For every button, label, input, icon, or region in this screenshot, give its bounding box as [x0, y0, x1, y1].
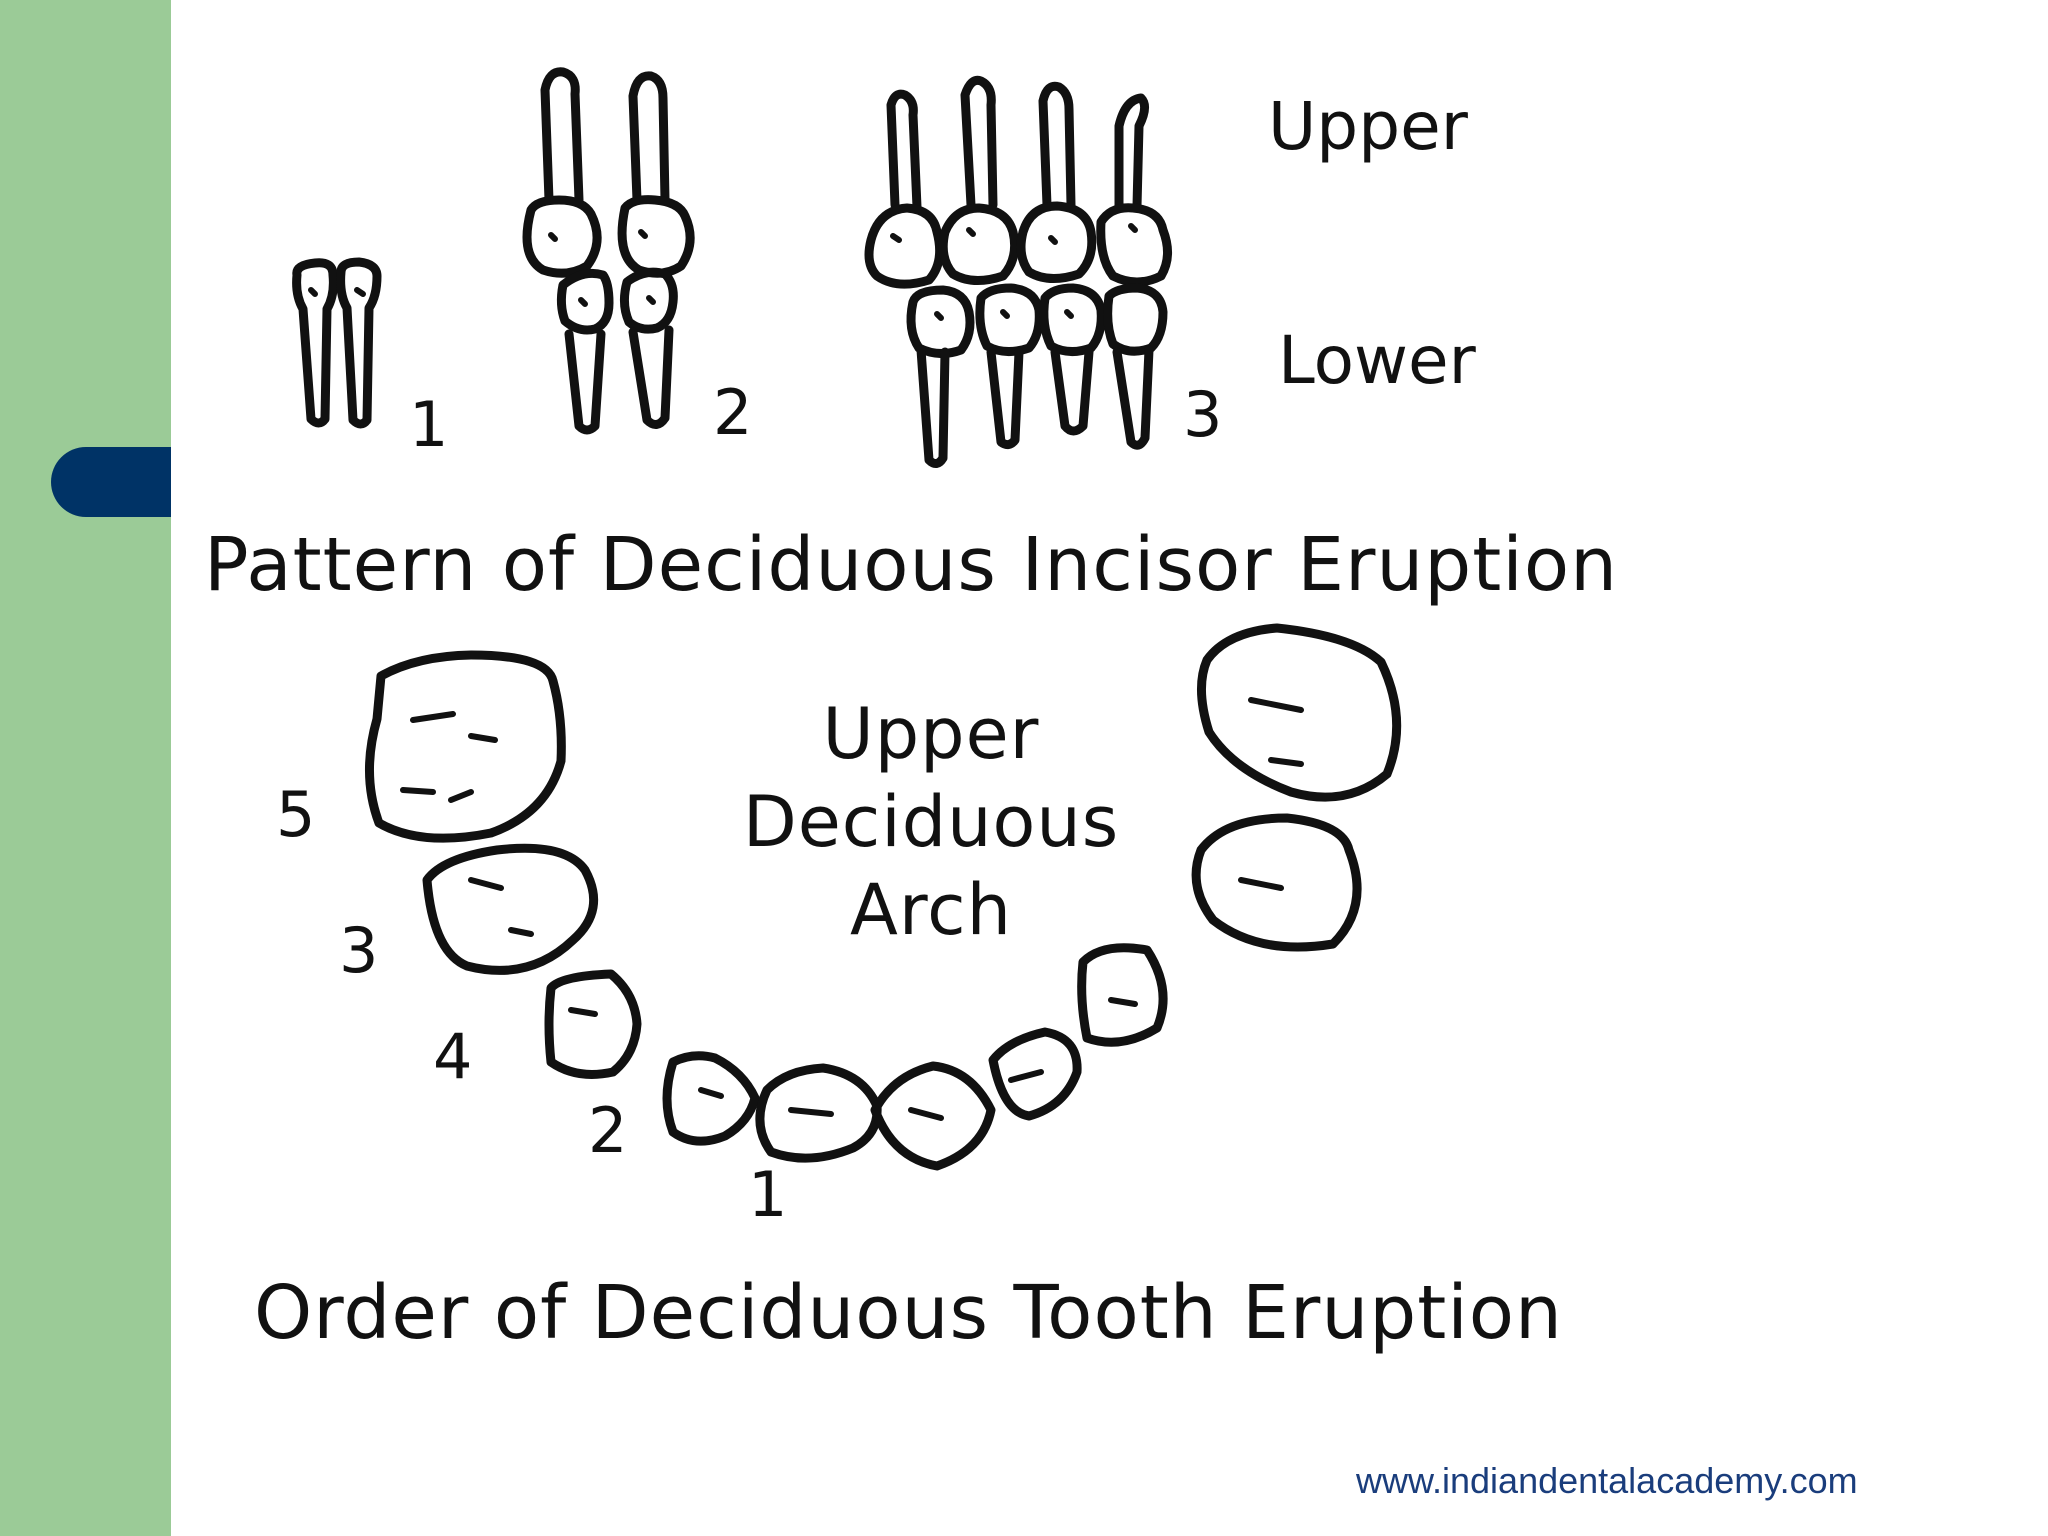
- slide-sidebar: [0, 0, 171, 1536]
- arch-tooth-lateral-incisor-right: [988, 1027, 1082, 1121]
- arch-title-line-2: Deciduous: [742, 781, 1120, 863]
- arch-order-label-1: 1: [748, 1158, 788, 1231]
- arch-order-label-4: 4: [433, 1020, 473, 1093]
- arch-tooth-second-molar-left: [364, 650, 566, 843]
- arch-tooth-lateral-incisor-left: [662, 1051, 760, 1146]
- arch-order-label-5: 5: [276, 778, 316, 851]
- arch-order-label-2: 2: [588, 1094, 628, 1167]
- arch-title: Upper Deciduous Arch: [701, 690, 1161, 954]
- incisor-stage-2-label: 2: [713, 376, 753, 449]
- tooth-eruption-caption: Order of Deciduous Tooth Eruption: [254, 1270, 1563, 1356]
- arch-tooth-canine-left: [544, 969, 642, 1079]
- arch-title-line-3: Arch: [850, 869, 1012, 951]
- incisor-stage-3: [864, 75, 1172, 468]
- incisor-eruption-caption: Pattern of Deciduous Incisor Eruption: [204, 522, 1619, 608]
- incisor-stage-2: [522, 67, 695, 435]
- lower-jaw-label: Lower: [1278, 322, 1476, 399]
- incisor-stage-1: [292, 257, 382, 429]
- upper-jaw-label: Upper: [1268, 88, 1468, 165]
- incisor-stage-3-label: 3: [1183, 378, 1223, 451]
- incisor-stage-1-label: 1: [409, 388, 449, 461]
- arch-tooth-second-molar-right: [1196, 623, 1402, 802]
- arch-order-label-3: 3: [339, 914, 379, 987]
- arch-tooth-canine-right: [1077, 943, 1168, 1047]
- tooth-illustrations: [292, 67, 1402, 1171]
- slide-sidebar-tab: [51, 447, 171, 517]
- arch-title-line-1: Upper: [822, 693, 1040, 775]
- website-url[interactable]: www.indiandentalacademy.com: [1356, 1460, 1858, 1501]
- slide-canvas: 1 2 3 Upper Lower Pattern of Deciduous I…: [171, 0, 2048, 1536]
- arch-tooth-central-incisor-left: [755, 1063, 882, 1163]
- arch-tooth-first-molar-left: [422, 843, 599, 975]
- arch-tooth-first-molar-right: [1191, 813, 1362, 952]
- arch-tooth-central-incisor-right: [870, 1061, 996, 1171]
- dental-arch: [364, 623, 1402, 1171]
